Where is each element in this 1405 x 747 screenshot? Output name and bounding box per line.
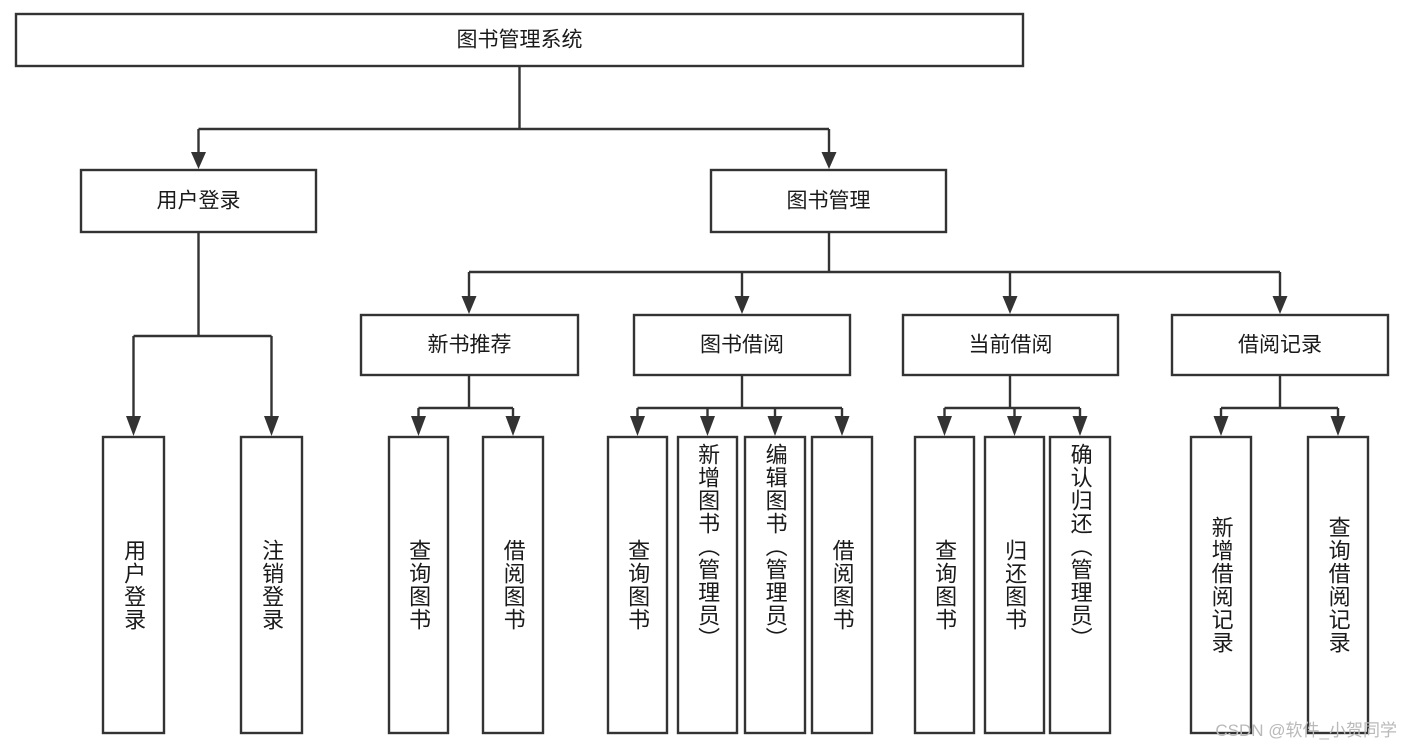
leaf-box-edit-book-admin[interactable] [743,435,807,735]
arrowhead-current-borrow [1002,296,1018,314]
leaf-box-user-login[interactable] [101,435,166,735]
connectors-root-to-level2 [191,66,837,169]
node-user-login[interactable]: 用户登录 [79,168,318,234]
arrowhead-new-book [461,296,477,314]
leaf-box-query-book-bo[interactable] [606,435,669,735]
book-manage-box[interactable] [709,168,948,234]
user-login-box[interactable] [79,168,318,234]
arrowhead-re-leaf1 [1213,416,1229,436]
leaf-box-query-book-cu[interactable] [913,435,976,735]
arrowhead-bo-leaf4 [834,416,850,436]
leaf-boxes [101,435,1370,735]
new-book-recommend-label: 新书推荐 [428,334,512,357]
arrowhead-nb-leaf2 [505,416,521,436]
arrowhead-bo-leaf2 [700,416,715,436]
node-new-book-recommend[interactable]: 新书推荐 [359,313,580,377]
arrowhead-bo-leaf3 [767,416,783,436]
arrowhead-book-manage [821,152,837,169]
leaf-box-logout[interactable] [239,435,304,735]
borrow-record-box[interactable] [1170,313,1390,377]
arrowhead-cu-leaf2 [1007,416,1022,436]
book-manage-label: 图书管理 [787,190,871,213]
connectors-currentborrow-to-leaves [937,375,1088,436]
arrowhead-cu-leaf3 [1072,416,1088,436]
new-book-recommend-box[interactable] [359,313,580,377]
connectors-booklogin-to-leaves [126,232,279,436]
arrowhead-borrow [734,296,750,314]
book-borrow-label: 图书借阅 [700,334,784,357]
current-borrow-box[interactable] [901,313,1120,377]
connectors-borrow-to-leaves [630,375,850,436]
root-box[interactable] [14,12,1025,68]
leaf-box-confirm-return-admin[interactable] [1048,435,1112,735]
connectors-record-to-leaves [1213,375,1346,436]
leaf-box-add-borrow-record[interactable] [1189,435,1253,735]
borrow-record-label: 借阅记录 [1238,334,1322,357]
arrowhead-bo-leaf1 [630,416,645,436]
csdn-watermark: CSDN @软件_小贺同学 [1215,721,1397,740]
arrowhead-cu-leaf1 [937,416,952,436]
arrowhead-re-leaf2 [1330,416,1346,436]
leaf-box-query-borrow-record[interactable] [1306,435,1370,735]
node-root[interactable]: 图书管理系统 [14,12,1025,68]
arrowhead-leaf-user-login [126,416,141,436]
leaf-box-query-book-nb[interactable] [387,435,450,735]
node-book-manage[interactable]: 图书管理 [709,168,948,234]
book-borrow-box[interactable] [632,313,852,377]
current-borrow-label: 当前借阅 [969,334,1053,357]
leaf-box-borrow-book-bo[interactable] [810,435,874,735]
arrowhead-user-login [191,152,206,169]
leaf-box-borrow-book-nb[interactable] [481,435,545,735]
user-login-label: 用户登录 [157,190,241,213]
connectors-bookmanage-to-level3 [461,232,1288,314]
node-current-borrow[interactable]: 当前借阅 [901,313,1120,377]
arrowhead-borrow-record [1272,296,1288,314]
arrowhead-leaf-logout [264,416,279,436]
leaf-box-return-book[interactable] [983,435,1046,735]
node-borrow-record[interactable]: 借阅记录 [1170,313,1390,377]
arrowhead-nb-leaf1 [411,416,426,436]
connectors-newbook-to-leaves [411,375,521,436]
root-label: 图书管理系统 [457,29,583,52]
node-book-borrow[interactable]: 图书借阅 [632,313,852,377]
leaf-box-add-book-admin[interactable] [676,435,739,735]
